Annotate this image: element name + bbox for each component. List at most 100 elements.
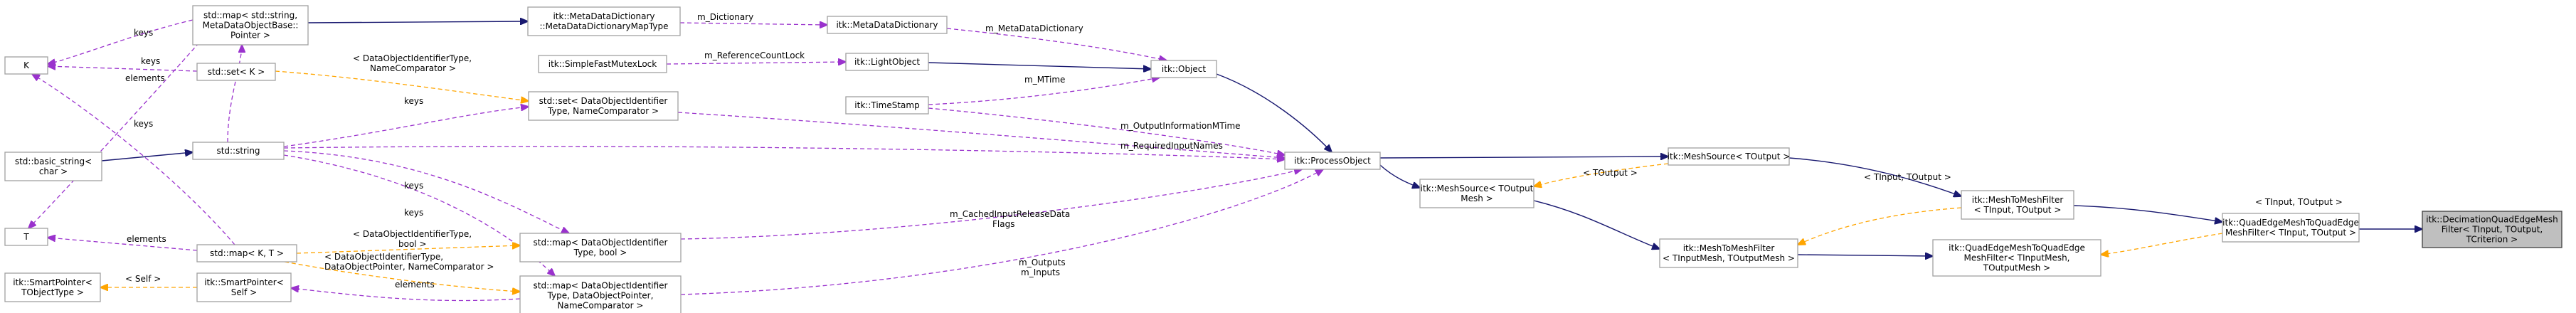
class-node-box	[1150, 60, 1217, 78]
class-node-box	[4, 272, 101, 302]
class-node-lightobject[interactable]: itk::LightObject	[845, 53, 929, 71]
class-node-label: std::string	[216, 146, 260, 156]
edge-inherit-stdmap_string-to-mddict_maptype	[307, 21, 528, 23]
class-node-label: NameComparator >	[558, 301, 644, 311]
class-node-label: MetaDataObjectBase::	[203, 21, 299, 31]
edge-inherit-m2m_tpl-to-qe_filter_tpl	[2073, 205, 2222, 222]
class-node-stdmap_string[interactable]: std::map< std::string,MetaDataObjectBase…	[192, 5, 309, 46]
class-node-label: itk::MetaDataDictionary	[553, 11, 654, 21]
class-node-box	[4, 228, 48, 246]
class-node-label: Type, NameComparator >	[547, 106, 659, 116]
class-node-box	[845, 53, 929, 71]
class-node-label: < TInput, TOutput >	[1974, 205, 2062, 215]
class-node-m2m_tpl[interactable]: itk::MeshToMeshFilter< TInput, TOutput >	[1961, 190, 2074, 220]
class-node-t[interactable]: T	[4, 228, 48, 246]
class-node-label: itk::ProcessObject	[1294, 156, 1371, 166]
class-node-mddict[interactable]: itk::MetaDataDictionary	[827, 16, 948, 34]
class-node-label: MeshFilter< TInputMesh,	[1964, 253, 2070, 263]
edge-inherit-m2m_inst-to-qe_filter_inst	[1797, 255, 1933, 256]
class-node-box	[4, 152, 102, 181]
class-node-meshsource_inst[interactable]: itk::MeshSource< TOutputMesh >	[1419, 179, 1535, 208]
class-node-smartptr_self[interactable]: itk::SmartPointer<Self >	[196, 272, 292, 302]
class-node-stdmap_kt[interactable]: std::map< K, T >	[196, 244, 297, 262]
class-node-label: itk::MeshToMeshFilter	[1972, 195, 2064, 205]
class-node-label: std::map< DataObjectIdentifier	[534, 281, 668, 291]
class-node-label: itk::TimeStamp	[854, 100, 919, 110]
class-node-label: itk::DecimationQuadEdgeMesh	[2426, 215, 2558, 225]
class-node-label: itk::MetaDataDictionary	[836, 20, 938, 30]
class-node-stdmap_dop[interactable]: std::map< DataObjectIdentifierType, Data…	[519, 275, 682, 313]
class-node-m2m_inst[interactable]: itk::MeshToMeshFilter< TInputMesh, TOutp…	[1659, 238, 1798, 268]
edge-member-timestamp-to-processobject	[928, 107, 1285, 155]
class-node-label: itk::MeshToMeshFilter	[1683, 243, 1775, 253]
edge-member-stdstring-to-stdset_doid	[283, 107, 529, 147]
class-node-mddict_maptype[interactable]: itk::MetaDataDictionary::MetaDataDiction…	[527, 6, 681, 36]
class-node-mutexlock[interactable]: itk::SimpleFastMutexLock	[538, 55, 667, 73]
class-node-stdset_k[interactable]: std::set< K >	[196, 63, 276, 81]
class-node-k[interactable]: K	[4, 56, 48, 75]
edge-label-keys-1: keys	[134, 28, 153, 38]
edge-label-map-dop-1: < DataObjectIdentifierType,	[324, 252, 443, 262]
class-node-label: Type, DataObjectPointer,	[547, 291, 654, 301]
class-node-box	[1284, 152, 1381, 170]
class-node-box	[538, 55, 667, 73]
class-node-box	[845, 96, 929, 115]
edge-member-stdmap_string-to-t	[28, 42, 200, 228]
class-node-label: Filter< TInput, TOutput,	[2442, 225, 2543, 235]
edge-label-cachedinputrelease-2: Flags	[992, 219, 1014, 229]
edge-label-elements-1: elements	[125, 73, 165, 83]
edge-inherit-lightobject-to-object	[928, 62, 1151, 69]
class-node-label: Pointer >	[230, 31, 270, 41]
class-node-label: std::set< DataObjectIdentifier	[539, 96, 668, 106]
class-node-timestamp[interactable]: itk::TimeStamp	[845, 96, 929, 115]
class-node-box	[1668, 147, 1790, 166]
class-node-object[interactable]: itk::Object	[1150, 60, 1217, 78]
class-node-box	[1932, 239, 2101, 277]
class-node-label: itk::SmartPointer<	[204, 277, 284, 287]
class-node-label: ::MetaDataDictionaryMapType	[540, 21, 669, 31]
class-node-meshsource_tpl[interactable]: itk::MeshSource< TOutput >	[1668, 147, 1791, 166]
edge-label-tinput-toutput-1: < TInput, TOutput >	[2255, 197, 2343, 207]
class-node-box	[196, 63, 276, 81]
class-node-stdset_doid[interactable]: std::set< DataObjectIdentifierType, Name…	[528, 91, 679, 121]
edge-label-outputs: m_Outputs	[1019, 258, 1066, 267]
class-node-label: itk::QuadEdgeMeshToQuadEdge	[1949, 243, 2085, 253]
class-node-label: std::set< K >	[208, 67, 265, 77]
edge-member-stdstring-to-stdmap_bool	[283, 150, 569, 233]
edge-inherit-processobject-to-meshsource_tpl	[1379, 156, 1668, 158]
class-node-label: T	[23, 232, 29, 242]
class-node-label: itk::QuadEdgeMeshToQuadEdge	[2222, 218, 2359, 228]
edge-label-set-doid-2: NameComparator >	[370, 63, 456, 73]
edge-label-keys-4: keys	[404, 96, 423, 106]
class-node-label: Type, bool >	[573, 248, 627, 258]
class-node-box	[2422, 211, 2562, 248]
class-node-basic_string[interactable]: std::basic_string<char >	[4, 152, 102, 181]
edge-member-stdmap_string-to-k	[48, 19, 194, 64]
edge-label-elements-3: elements	[395, 280, 435, 290]
edge-member-stdmap_kt-to-t	[48, 238, 198, 251]
edge-member-mutexlock-to-lightobject	[666, 62, 846, 64]
edge-member-timestamp-to-object	[928, 78, 1160, 105]
edge-member-stdset_k-to-k	[48, 66, 198, 72]
class-node-smartptr_tpl[interactable]: itk::SmartPointer<TObjectType >	[4, 272, 101, 302]
class-node-label: itk::Object	[1162, 64, 1206, 74]
class-node-label: TCriterion >	[2466, 235, 2518, 245]
class-node-box	[196, 244, 297, 262]
edge-member-stdstring-to-processobject	[283, 146, 1285, 159]
edges-layer	[28, 19, 2422, 302]
class-node-stdstring[interactable]: std::string	[192, 142, 285, 160]
class-node-label: char >	[39, 166, 68, 176]
edge-label-elements-2: elements	[127, 234, 166, 244]
class-node-stdmap_bool[interactable]: std::map< DataObjectIdentifierType, bool…	[519, 233, 682, 262]
class-node-box	[519, 275, 682, 313]
edge-label-mtime: m_MTime	[1024, 75, 1065, 85]
class-node-box	[1659, 238, 1798, 268]
class-node-box	[4, 56, 48, 75]
class-node-processobject[interactable]: itk::ProcessObject	[1284, 152, 1381, 170]
class-node-box	[2222, 213, 2360, 243]
edge-label-keys-5: keys	[404, 181, 423, 191]
